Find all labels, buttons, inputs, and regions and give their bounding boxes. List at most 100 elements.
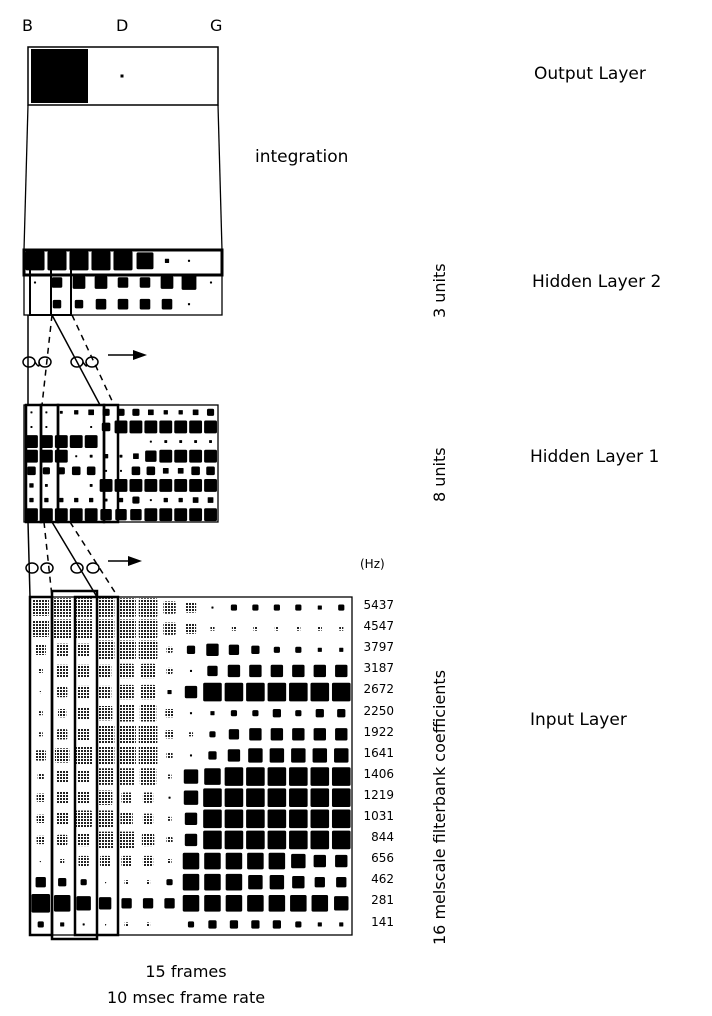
input-unit bbox=[32, 599, 49, 616]
input-unit bbox=[189, 754, 193, 757]
hidden-2-unit bbox=[160, 276, 174, 289]
input-unit bbox=[227, 664, 241, 678]
input-unit bbox=[117, 619, 136, 638]
input-unit bbox=[204, 895, 221, 912]
input-unit bbox=[310, 788, 330, 807]
input-unit bbox=[295, 604, 302, 611]
hidden-1-unit bbox=[59, 410, 63, 414]
input-unit bbox=[82, 923, 85, 926]
hidden-1-unit bbox=[89, 497, 94, 503]
input-unit bbox=[31, 894, 51, 913]
frequency-label: 1219 bbox=[363, 787, 394, 802]
input-unit bbox=[317, 647, 322, 652]
input-unit bbox=[247, 852, 264, 870]
input-unit bbox=[38, 668, 43, 674]
frequency-label: 141 bbox=[371, 914, 394, 929]
input-unit bbox=[182, 873, 200, 891]
hidden-layer-1-label: Hidden Layer 1 bbox=[530, 447, 660, 467]
input-unit bbox=[224, 830, 244, 850]
input-unit bbox=[252, 604, 259, 611]
integration-line-right bbox=[217, 104, 223, 251]
input-unit bbox=[98, 664, 112, 678]
input-unit bbox=[310, 767, 330, 786]
input-unit bbox=[310, 682, 330, 702]
input-unit bbox=[37, 773, 44, 780]
hidden-1-unit bbox=[129, 479, 143, 492]
input-unit bbox=[32, 620, 49, 637]
caption-frame-rate: 10 msec frame rate bbox=[106, 988, 266, 1007]
input-unit bbox=[37, 921, 44, 928]
frequency-label: 2250 bbox=[363, 703, 394, 718]
hidden-layer-1-box bbox=[23, 404, 219, 523]
input-unit bbox=[124, 880, 129, 885]
input-unit bbox=[77, 706, 90, 720]
input-unit bbox=[74, 598, 93, 617]
hidden-1-unit bbox=[45, 425, 48, 428]
hidden-1-unit bbox=[174, 479, 188, 492]
hidden-1-unit bbox=[45, 411, 48, 414]
input-unit bbox=[311, 895, 329, 912]
input-unit bbox=[35, 750, 46, 761]
input-unit bbox=[253, 626, 258, 631]
input-unit bbox=[77, 664, 90, 678]
input-unit bbox=[167, 858, 172, 864]
frequency-label: 656 bbox=[371, 851, 394, 866]
input-unit bbox=[96, 768, 114, 785]
hidden-1-unit bbox=[30, 425, 33, 428]
input-unit bbox=[252, 710, 259, 717]
input-unit bbox=[138, 640, 158, 660]
input-unit bbox=[167, 774, 172, 779]
hidden-layer-1-units-label: 8 units bbox=[430, 447, 449, 502]
input-unit bbox=[317, 605, 322, 610]
input-unit bbox=[246, 830, 265, 850]
input-unit bbox=[97, 790, 113, 805]
input-unit bbox=[295, 646, 302, 653]
input-unit bbox=[119, 684, 134, 700]
input-unit bbox=[248, 874, 263, 890]
input-unit bbox=[310, 830, 330, 850]
hidden-2-unit bbox=[33, 281, 37, 284]
hidden-1-unit bbox=[204, 479, 217, 492]
input-unit bbox=[189, 669, 193, 672]
input-unit bbox=[74, 746, 93, 765]
input-unit bbox=[224, 767, 244, 786]
input-unit bbox=[228, 729, 240, 740]
hidden-1-unit bbox=[206, 408, 215, 416]
input-unit bbox=[146, 880, 151, 885]
frequency-label: 1641 bbox=[363, 745, 394, 760]
input-unit bbox=[166, 667, 173, 675]
input-unit bbox=[186, 645, 196, 654]
input-unit bbox=[39, 691, 42, 694]
input-unit bbox=[210, 711, 215, 716]
frequency-label: 281 bbox=[371, 893, 394, 908]
input-unit bbox=[267, 788, 287, 807]
hidden-2-unit bbox=[52, 299, 62, 309]
hidden-1-unit bbox=[147, 409, 154, 416]
hidden-2-unit bbox=[51, 277, 63, 288]
hidden-2-unit bbox=[164, 258, 170, 263]
input-unit bbox=[331, 767, 351, 786]
input-layer-units bbox=[31, 598, 351, 929]
hidden-1-unit bbox=[131, 466, 141, 476]
input-unit bbox=[251, 645, 260, 654]
hidden-2-unit bbox=[95, 298, 107, 310]
input-unit bbox=[117, 640, 136, 660]
output-unit-label-d: D bbox=[116, 16, 129, 35]
input-unit bbox=[139, 768, 157, 785]
input-unit bbox=[52, 598, 72, 617]
input-unit bbox=[272, 920, 281, 929]
hidden-2-unit bbox=[91, 251, 111, 271]
input-unit bbox=[313, 728, 326, 741]
input-unit bbox=[56, 812, 69, 826]
hidden-1-unit bbox=[159, 508, 173, 522]
input-unit bbox=[291, 748, 306, 763]
input-unit bbox=[166, 646, 173, 653]
input-unit bbox=[247, 895, 264, 912]
input-unit bbox=[184, 833, 198, 847]
input-unit bbox=[38, 711, 43, 716]
input-unit bbox=[96, 831, 114, 849]
input-unit bbox=[183, 769, 199, 784]
hidden-1-unit bbox=[206, 466, 215, 476]
hidden-1-unit bbox=[25, 435, 38, 448]
hidden-1-unit bbox=[209, 440, 212, 443]
